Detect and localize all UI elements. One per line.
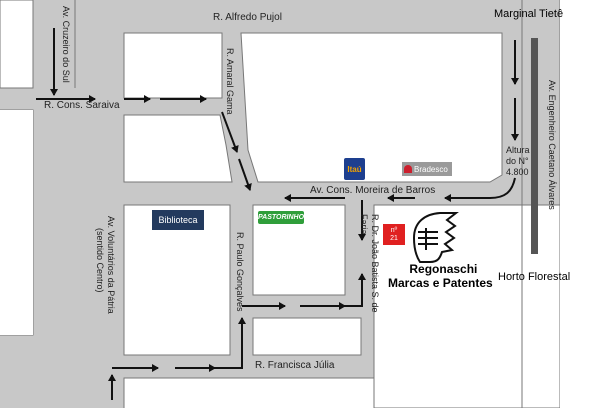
arrow-amaral-gama	[221, 111, 239, 153]
arrow-marginal-curve	[470, 177, 516, 199]
marker-line1: nº	[390, 226, 398, 234]
block-bottom	[123, 377, 375, 408]
street-marginal-tiete: Marginal Tietê	[494, 8, 564, 20]
block-mid-left	[123, 114, 233, 183]
itau-logo: Itaú	[344, 158, 365, 180]
arrow-amaral-gama-2	[238, 158, 252, 191]
knight-helmet-icon	[412, 212, 459, 263]
voluntarios-line1: Av. Voluntários da Pátria	[106, 216, 116, 314]
engenheiro-caetano-band	[531, 38, 538, 254]
street-moreira-de-barros: Av. Cons. Moreira de Barros	[310, 185, 436, 196]
altura-line3: 4.800	[506, 167, 529, 177]
block-top-left	[0, 0, 34, 89]
street-alfredo-pujol: R. Alfredo Pujol	[213, 12, 282, 23]
street-engenheiro-caetano: Av. Engenheiro Caetano Álvares	[547, 80, 557, 210]
block-right	[373, 204, 600, 408]
company-line1: Regonaschi	[409, 262, 478, 276]
bradesco-label: Bradesco	[414, 164, 448, 174]
street-voluntarios: Av. Voluntários da Pátria (sentido Centr…	[94, 216, 116, 314]
arrow-francisca-3	[215, 317, 246, 369]
bank-logo-icon	[404, 165, 412, 173]
block-lower-center	[252, 317, 362, 356]
street-cons-saraiva: R. Cons. Saraiva	[44, 100, 120, 111]
pastorinho-logo: PASTORINHO	[258, 211, 304, 224]
street-francisca-julia: R. Francisca Júlia	[255, 360, 335, 371]
pastorinho-label: PASTORINHO	[257, 214, 305, 221]
block-left-edge-fill	[0, 110, 33, 335]
destination-marker: nº 21	[383, 224, 405, 245]
street-amaral-gama: R. Amaral Gama	[225, 48, 235, 115]
bradesco-logo: Bradesco	[402, 162, 452, 176]
block-far-right-fill	[560, 0, 600, 408]
altura-label: Altura do N° 4.800	[506, 145, 530, 178]
biblioteca-label: Biblioteca	[158, 215, 198, 225]
company-name: Regonaschi Marcas e Patentes	[388, 262, 493, 290]
street-horto-florestal: Horto Florestal	[498, 271, 571, 283]
street-cruzeiro-do-sul: Av. Cruzeiro do Sul	[61, 6, 71, 83]
block-top-right	[240, 32, 503, 183]
marker-line2: 21	[390, 234, 398, 242]
route-arrows	[36, 28, 519, 400]
block-top-middle	[123, 32, 223, 99]
arrow-joao-batista-up	[345, 273, 366, 307]
company-line2: Marcas e Patentes	[388, 276, 493, 290]
altura-line1: Altura	[506, 145, 530, 155]
street-joao-batista: R. Dr. João Batista S. de Faria	[359, 214, 380, 313]
itau-label: Itaú	[347, 164, 362, 174]
voluntarios-line2: (sentido Centro)	[95, 228, 105, 293]
street-paulo-goncalves: R. Paulo Gonçalves	[235, 232, 245, 312]
block-biblioteca	[123, 204, 231, 356]
altura-line2: do N°	[506, 156, 529, 166]
biblioteca-badge: Biblioteca	[152, 210, 204, 230]
